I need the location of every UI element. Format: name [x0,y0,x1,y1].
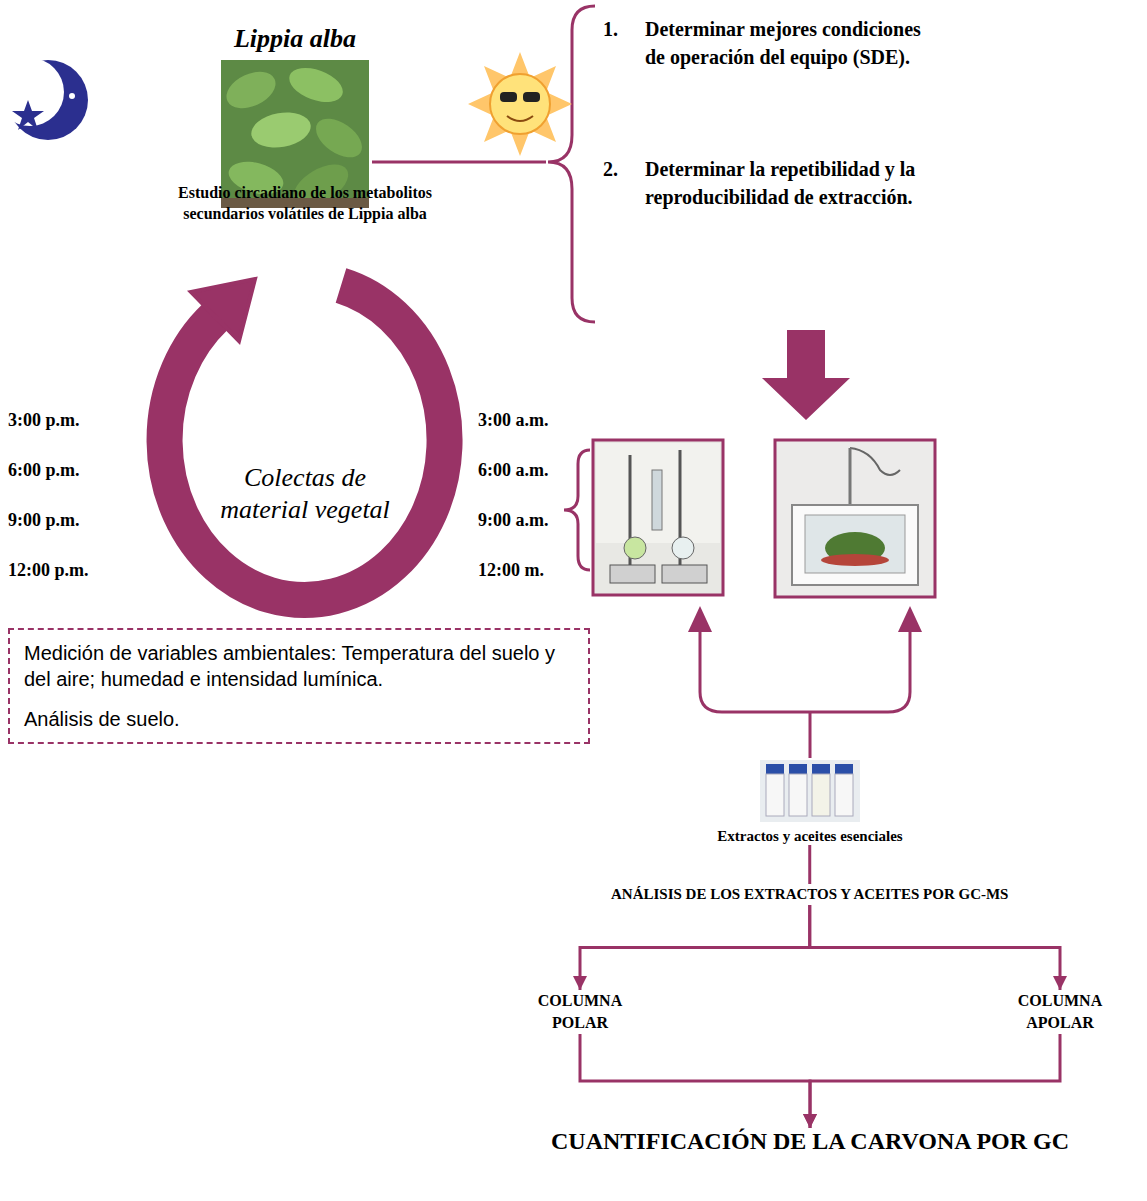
plant-photo-node: Lippia alba [215,22,375,208]
star [12,100,44,130]
objective-text: Determinar mejores condiciones de operac… [645,15,945,71]
sample-dish [821,554,889,566]
study-title: Estudio circadiano de los metabolitos se… [155,182,455,224]
node-text: CUANTIFICACIÓN DE LA CARVONA POR GC [551,1128,1069,1155]
node-text: Lippia alba [215,22,375,56]
photo-wall [596,443,720,543]
sunglasses [523,92,540,102]
arrowhead [688,606,712,632]
photo-frame [775,440,935,597]
column-node: COLUMNA APOLAR [990,990,1130,1034]
vial [789,774,807,816]
flow-connector [810,905,1060,990]
leaf [221,65,281,116]
node-text: Medición de variables ambientales: Tempe… [24,640,574,692]
vial-cap [766,764,784,774]
flask [624,537,646,559]
arrowhead [898,606,922,632]
vial [835,774,853,816]
flow-connector [808,845,811,884]
note-box: Medición de variables ambientales: Tempe… [8,628,590,744]
node-text: ANÁLISIS DE LOS EXTRACTOS Y ACEITES POR … [607,884,1012,905]
sunglasses [500,92,517,102]
flask [672,537,694,559]
list-number: 1. [603,15,618,43]
extracts-node: Extractos y aceites esenciales [665,760,955,845]
time-label: 6:00 p.m. [8,460,80,481]
time-label: 6:00 a.m. [478,460,549,481]
photo-ground [760,760,860,822]
time-label: 9:00 p.m. [8,510,80,531]
smile [507,116,533,121]
process-text: ANÁLISIS DE LOS EXTRACTOS Y ACEITES POR … [607,884,1012,905]
brace [548,6,595,322]
time-label: 3:00 p.m. [8,410,80,431]
column-node: COLUMNA POLAR [510,990,650,1034]
objective-text: Determinar la repetibilidad y la reprodu… [645,155,945,211]
list-number: 2. [603,155,618,183]
photo-frame [593,440,723,595]
cycle-label: Colectas de material vegetal [210,462,400,526]
vial-cap [789,764,807,774]
equipment-photo [775,440,935,597]
time-label: 3:00 a.m. [478,410,549,431]
condenser [652,470,662,530]
time-label: 12:00 m. [478,560,544,581]
flow-connector [580,905,810,990]
stirrer [610,565,655,583]
cycle-arrow [165,286,445,600]
vial-cap [812,764,830,774]
node-text: Extractos y aceites esenciales [665,828,955,845]
time-label: 9:00 a.m. [478,510,549,531]
sun-face [490,74,550,134]
equipment-photo [593,440,723,595]
vial-cap [835,764,853,774]
node-text: COLUMNA APOLAR [990,990,1130,1034]
cycle-arrowhead [191,279,255,341]
flow-connector [580,1034,810,1128]
node-text: COLUMNA POLAR [510,990,650,1034]
vial [812,774,830,816]
vial [766,774,784,816]
block-arrow [762,330,850,420]
leader-line [372,161,546,164]
stirrer [662,565,707,583]
sun-rays [468,52,572,156]
node-text: Análisis de suelo. [24,706,574,732]
leaf [249,108,314,152]
leaf [285,61,348,108]
moon-icon [0,58,88,140]
moon-eye [69,93,75,99]
oven [792,505,918,585]
time-label: 12:00 p.m. [8,560,89,581]
oven-window [805,515,905,573]
brace [564,450,590,570]
sun-icon [468,52,572,156]
result-text: CUANTIFICACIÓN DE LA CARVONA POR GC [551,1128,1069,1155]
vials-photo [760,760,860,822]
leaf [309,111,369,165]
branch-arrow [700,630,910,758]
tubing [850,448,900,475]
flow-connector [810,1034,1060,1128]
